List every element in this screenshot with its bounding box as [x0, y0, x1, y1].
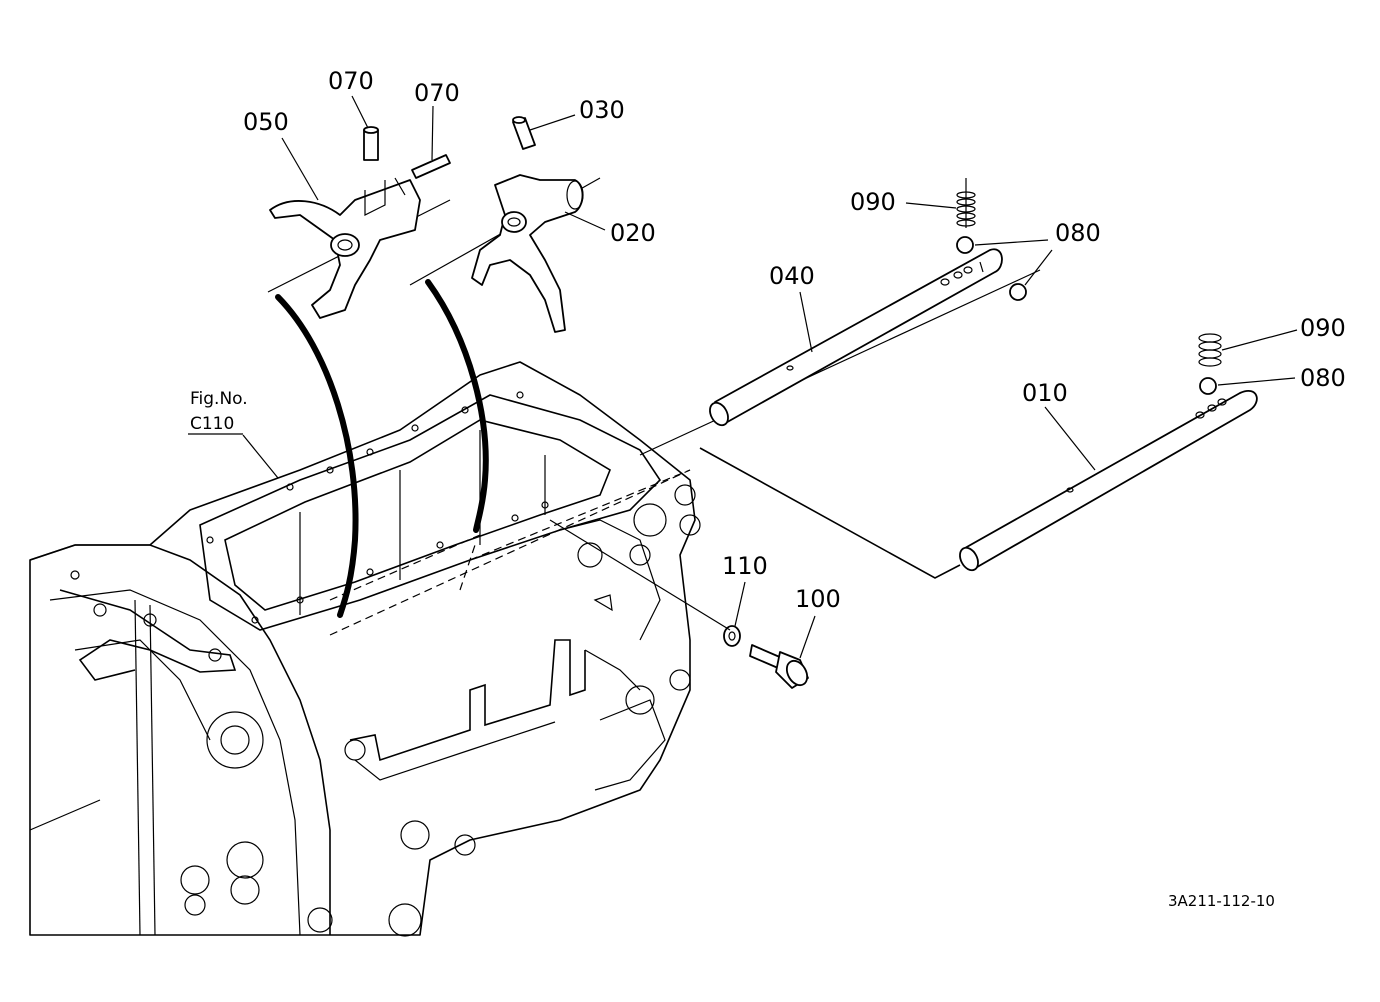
- spring-pin-060: [363, 126, 379, 161]
- shift-fork-050: [269, 177, 421, 319]
- hidden-guide-lines: [329, 469, 691, 636]
- shift-rod-010: [959, 390, 1258, 572]
- callout-030: 030: [579, 96, 625, 124]
- figure-ref-label: Fig.No.: [190, 389, 248, 409]
- figure-ref-number: C110: [190, 414, 234, 434]
- callout-020: 020: [610, 219, 656, 247]
- assembly-guide-curves: [275, 279, 489, 618]
- shift-rod-040: [709, 248, 1003, 427]
- callout-080-lower: 080: [1300, 364, 1346, 392]
- detent-ball-080-lower: [1199, 377, 1217, 395]
- washer-110: [723, 625, 741, 647]
- callout-090-upper: 090: [850, 188, 896, 216]
- figure-reference: Fig.No. C110: [188, 389, 248, 435]
- shift-fork-020: [471, 174, 584, 333]
- callout-110: 110: [722, 552, 768, 580]
- detent-ball-080-upper: [956, 236, 1027, 301]
- bolt-axis-line: [549, 519, 731, 631]
- callout-100: 100: [795, 585, 841, 613]
- callout-070: 070: [414, 79, 460, 107]
- detent-spring-090-lower: [1198, 333, 1222, 367]
- callout-labels: 070 070 050 030 020 090 080 040 090 080 …: [243, 67, 1346, 613]
- callout-090-lower: 090: [1300, 314, 1346, 342]
- callout-060: 070: [328, 67, 374, 95]
- callout-080-upper: 080: [1055, 219, 1101, 247]
- bolt-100: [749, 644, 809, 689]
- pin-070: [411, 154, 451, 179]
- callout-050: 050: [243, 108, 289, 136]
- callout-040: 040: [769, 262, 815, 290]
- drawing-code: 3A211-112-10: [1168, 892, 1275, 910]
- leader-lines: [242, 95, 1298, 659]
- callout-010: 010: [1022, 379, 1068, 407]
- transmission-case: [29, 361, 701, 937]
- spring-pin-030: [512, 116, 536, 150]
- detent-spring-090-upper: [956, 178, 976, 228]
